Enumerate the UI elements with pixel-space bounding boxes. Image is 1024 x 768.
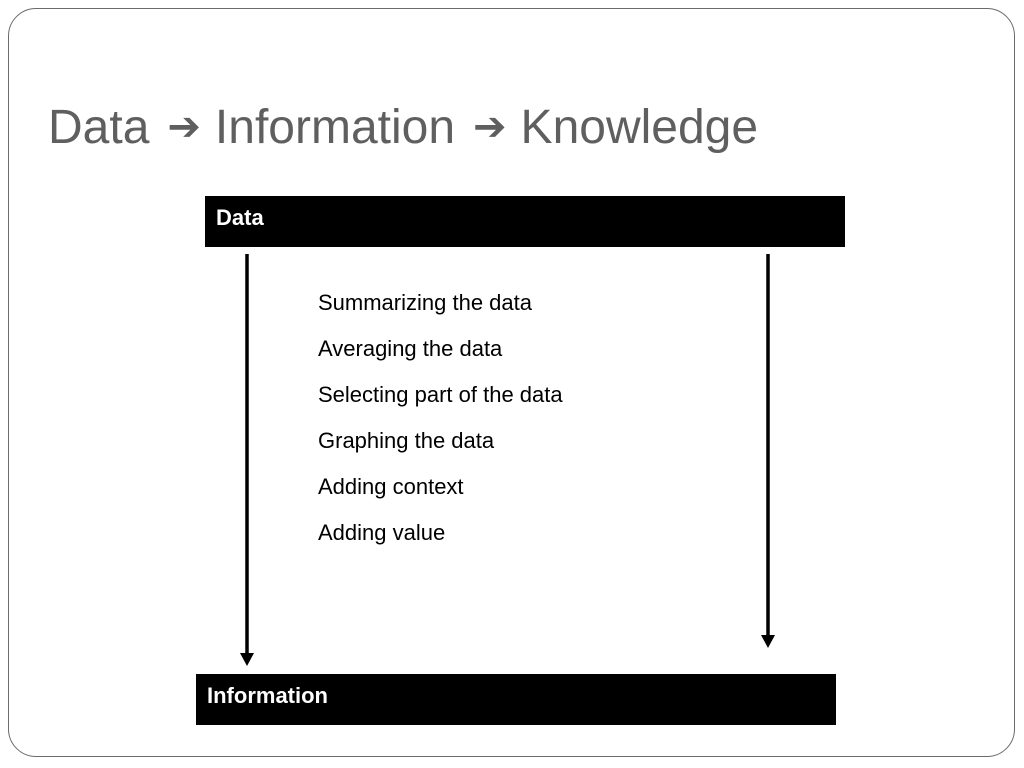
step-item: Adding value xyxy=(318,520,446,545)
right-arrow-icon: ➔ xyxy=(473,104,507,150)
information-box-label: Information xyxy=(207,683,328,708)
step-item: Graphing the data xyxy=(318,428,495,453)
process-steps: Summarizing the data Averaging the data … xyxy=(318,288,563,564)
data-box: Data xyxy=(205,196,845,247)
step-item: Summarizing the data xyxy=(318,290,532,315)
slide-frame xyxy=(8,8,1015,757)
title-data: Data xyxy=(48,101,150,154)
title-information: Information xyxy=(214,101,456,154)
step-item: Averaging the data xyxy=(318,336,503,361)
information-box: Information xyxy=(196,674,836,725)
step-item: Adding context xyxy=(318,474,464,499)
slide-title: Data ➔ Information ➔ Knowledge xyxy=(48,96,758,162)
right-arrow-icon: ➔ xyxy=(167,104,201,150)
right-down-arrow xyxy=(761,254,775,648)
left-down-arrow xyxy=(240,254,254,666)
step-item: Selecting part of the data xyxy=(318,382,563,407)
title-knowledge: Knowledge xyxy=(520,101,759,154)
data-box-label: Data xyxy=(216,205,264,230)
